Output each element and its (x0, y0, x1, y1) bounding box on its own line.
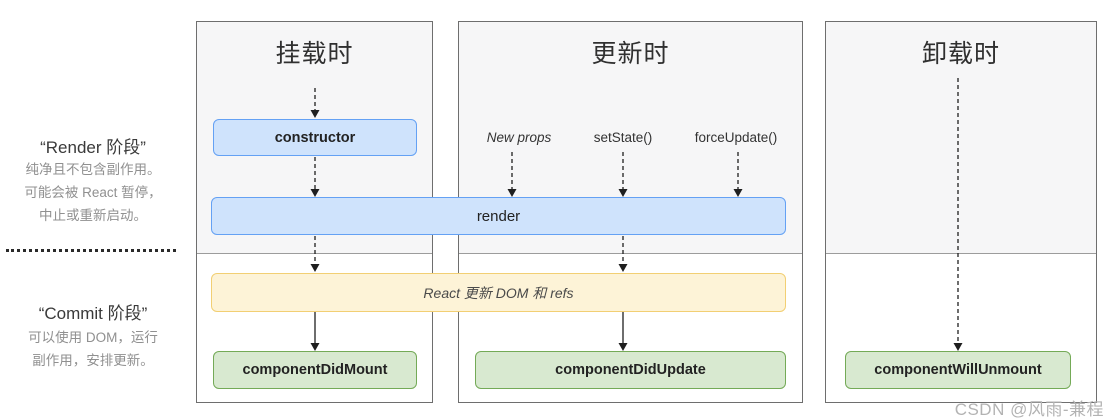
render-phase-title: “Render 阶段” (40, 138, 146, 157)
component-did-mount-box: componentDidMount (213, 351, 417, 389)
column-title-updating: 更新时 (591, 40, 670, 68)
component-will-unmount-box: componentWillUnmount (845, 351, 1071, 389)
column-unmounting-render-phase-area (826, 22, 1096, 254)
column-title-unmounting: 卸载时 (921, 40, 1000, 68)
trigger-new-props: New props (486, 130, 552, 145)
commit-phase-title: “Commit 阶段” (38, 304, 148, 323)
render-phase-description: 纯净且不包含副作用。 可能会被 React 暂停， 中止或重新启动。 (0, 158, 186, 227)
render-phase-desc-line: 可能会被 React 暂停， (24, 185, 162, 200)
constructor-box: constructor (213, 119, 417, 156)
column-title-mounting: 挂载时 (275, 40, 354, 68)
commit-phase-desc-line: 可以使用 DOM，运行 (28, 330, 158, 345)
phase-legend: “Render 阶段” 纯净且不包含副作用。 可能会被 React 暂停， 中止… (0, 0, 186, 420)
render-box: render (211, 197, 786, 235)
trigger-force-update: forceUpdate() (694, 130, 778, 145)
phase-divider-dotted (6, 249, 176, 252)
column-unmounting (825, 21, 1097, 403)
render-phase-desc-line: 纯净且不包含副作用。 (25, 162, 161, 177)
trigger-set-state: setState() (593, 130, 653, 145)
render-phase-desc-line: 中止或重新启动。 (39, 208, 147, 223)
commit-phase-desc-line: 副作用，安排更新。 (32, 353, 154, 368)
react-updates-dom-box: React 更新 DOM 和 refs (211, 273, 786, 312)
commit-phase-description: 可以使用 DOM，运行 副作用，安排更新。 (0, 326, 186, 372)
component-did-update-box: componentDidUpdate (475, 351, 786, 389)
csdn-watermark: CSDN @风雨-兼程 (954, 400, 1104, 419)
